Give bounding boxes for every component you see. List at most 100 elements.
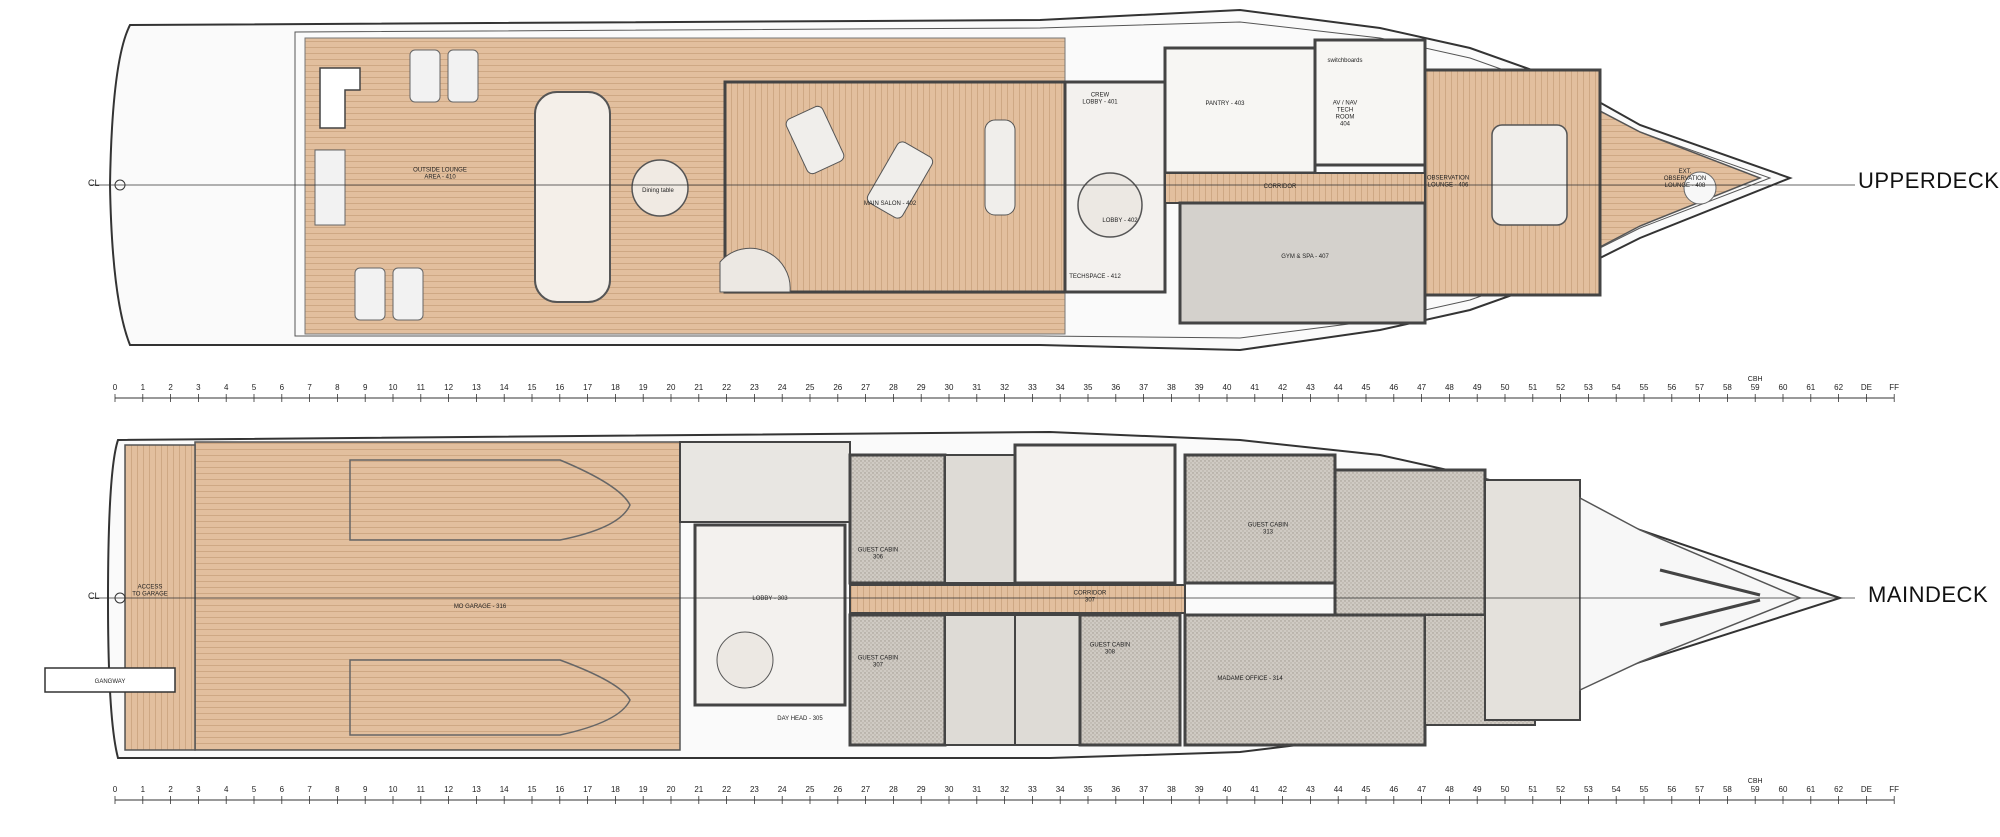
sunpad-1 — [409, 49, 441, 103]
frame-number: 45 — [1362, 383, 1371, 392]
frame-number: 32 — [1000, 785, 1009, 794]
frame-number: 14 — [500, 383, 509, 392]
frame-number: 60 — [1779, 785, 1788, 794]
frame-number: 5 — [252, 785, 257, 794]
frame-number: 34 — [1056, 383, 1065, 392]
frame-number: 12 — [444, 383, 453, 392]
frame-number: 38 — [1167, 785, 1176, 794]
fore-service-block — [1484, 479, 1581, 721]
frame-number: 24 — [778, 383, 787, 392]
salon-spiral-stair — [719, 247, 791, 293]
tender-2 — [349, 659, 631, 736]
frame-number: 22 — [722, 383, 731, 392]
frame-number: 29 — [917, 383, 926, 392]
frame-number: 14 — [500, 785, 509, 794]
maindeck-label: MAINDECK — [1868, 582, 1989, 607]
frame-number: 61 — [1806, 383, 1815, 392]
frame-number: 2 — [168, 785, 173, 794]
frame-number: 57 — [1695, 785, 1704, 794]
frame-number: 48 — [1445, 383, 1454, 392]
anchor-chain-2 — [1659, 598, 1761, 627]
dining-table — [631, 159, 689, 217]
frame-number: 62 — [1834, 383, 1843, 392]
frame-number: 60 — [1779, 383, 1788, 392]
frame-number: 50 — [1501, 383, 1510, 392]
frame-number: 51 — [1528, 383, 1537, 392]
frame-number: 19 — [639, 785, 648, 794]
frame-number: 10 — [389, 383, 398, 392]
salon-dining — [984, 119, 1016, 216]
guest-cabin-306 — [848, 453, 947, 585]
frame-number: 26 — [833, 785, 842, 794]
main-corridor — [849, 584, 1186, 614]
frame-number: 16 — [555, 785, 564, 794]
upper-cl-marker — [114, 179, 126, 191]
frame-number: 12 — [444, 785, 453, 794]
frame-number: 13 — [472, 785, 481, 794]
frame-number: 1 — [141, 383, 146, 392]
frame-number: 43 — [1306, 383, 1315, 392]
forepeak — [1579, 496, 1802, 692]
frame-number: 17 — [583, 785, 592, 794]
frame-number: 57 — [1695, 383, 1704, 392]
frame-number: 21 — [694, 785, 703, 794]
garage-teak-floor — [194, 441, 681, 751]
frame-number: 58 — [1723, 383, 1732, 392]
frame-number: 51 — [1528, 785, 1537, 794]
frame-number: 20 — [667, 383, 676, 392]
frame-number: 55 — [1640, 785, 1649, 794]
cbh-label: CBH — [1748, 376, 1763, 383]
frame-number: 46 — [1389, 383, 1398, 392]
room-label-corridor-u: CORRIDOR — [1264, 184, 1297, 190]
frame-number: 34 — [1056, 785, 1065, 794]
frame-number: 37 — [1139, 383, 1148, 392]
frame-number: 38 — [1167, 383, 1176, 392]
frame-number: 49 — [1473, 785, 1482, 794]
ensuite-2 — [944, 614, 1016, 746]
frame-number: 47 — [1417, 785, 1426, 794]
frame-number: 22 — [722, 785, 731, 794]
frame-number: 8 — [335, 785, 340, 794]
cbh-label: CBH — [1748, 778, 1763, 785]
main-spiral-stair — [716, 631, 774, 689]
frame-number: 55 — [1640, 383, 1649, 392]
frame-number: 26 — [833, 383, 842, 392]
frame-number: 42 — [1278, 383, 1287, 392]
frame-number: 23 — [750, 785, 759, 794]
tender-1 — [349, 459, 631, 541]
frame-number: 53 — [1584, 785, 1593, 794]
frame-number: 30 — [945, 785, 954, 794]
main-cl-marker — [114, 592, 126, 604]
frame-number: 7 — [307, 785, 312, 794]
frame-number: 15 — [528, 785, 537, 794]
frame-number: 4 — [224, 383, 229, 392]
frame-number: FF — [1889, 785, 1899, 794]
frame-number: 49 — [1473, 383, 1482, 392]
frame-number: 52 — [1556, 383, 1565, 392]
upper-spiral-stair — [1077, 172, 1143, 238]
frame-number: 5 — [252, 383, 257, 392]
frame-number: 4 — [224, 785, 229, 794]
frame-number: 40 — [1223, 785, 1232, 794]
room-label-dining: Dining table — [642, 188, 674, 194]
frame-number: 56 — [1667, 785, 1676, 794]
frame-number: 37 — [1139, 785, 1148, 794]
frame-number: 1 — [141, 785, 146, 794]
frame-number: 35 — [1084, 785, 1093, 794]
frame-number: 36 — [1111, 383, 1120, 392]
frame-number: 31 — [972, 785, 981, 794]
upper-corridor-block — [1164, 172, 1426, 204]
fore-jacuzzi — [1683, 171, 1717, 205]
room-label-main-salon: MAIN SALON - 402 — [864, 201, 917, 207]
frame-number: 25 — [806, 785, 815, 794]
tech-room-block — [1313, 38, 1427, 167]
main-cl-label: CL — [88, 591, 100, 601]
frame-number: 6 — [280, 785, 285, 794]
